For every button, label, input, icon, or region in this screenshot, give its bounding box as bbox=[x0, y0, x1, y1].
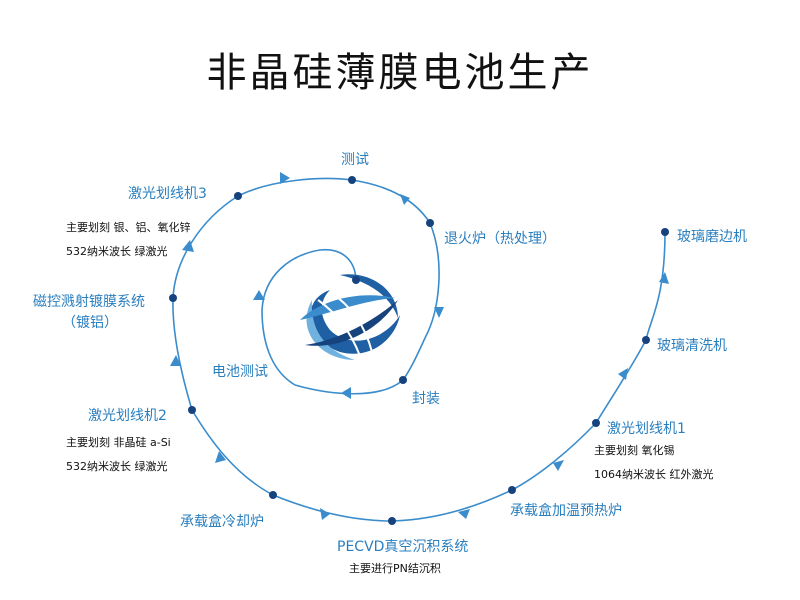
node-note-pecvd: 主要进行PN结沉积 bbox=[349, 562, 441, 575]
node-label-laser1: 激光划线机1 bbox=[607, 420, 686, 437]
node-dot bbox=[352, 276, 360, 284]
arrow-icon bbox=[618, 368, 628, 380]
node-dot bbox=[234, 192, 242, 200]
node-label-preheat: 承载盒加温预热炉 bbox=[510, 502, 622, 519]
node-label-test: 测试 bbox=[341, 152, 369, 168]
node-label-glass-clean: 玻璃清洗机 bbox=[657, 337, 727, 354]
node-label-battery-test: 电池测试 bbox=[212, 364, 268, 380]
node-label-laser3: 激光划线机3 bbox=[128, 185, 207, 202]
node-dot bbox=[348, 176, 356, 184]
node-dot bbox=[426, 219, 434, 227]
arrow-icon bbox=[215, 451, 226, 463]
node-note-laser3-1: 主要划刻 银、铝、氧化锌 bbox=[66, 220, 191, 234]
arrow-icon bbox=[553, 460, 564, 471]
node-label-package: 封装 bbox=[412, 391, 440, 407]
node-note-laser1-1: 主要划刻 氧化锡 bbox=[594, 443, 675, 457]
arrow-icon bbox=[320, 508, 330, 520]
node-dot bbox=[661, 228, 669, 236]
node-dot bbox=[169, 294, 177, 302]
arrow-icon bbox=[400, 194, 410, 205]
node-label-anneal: 退火炉（热处理） bbox=[444, 231, 556, 247]
arrow-icon bbox=[170, 355, 181, 366]
node-label-sputter-2: （镀铝） bbox=[62, 314, 118, 331]
arrow-icon bbox=[659, 272, 669, 284]
page-title: 非晶硅薄膜电池生产 bbox=[206, 50, 594, 96]
arrow-icon bbox=[434, 307, 444, 318]
node-dot bbox=[388, 517, 396, 525]
node-note-laser2-1: 主要划刻 非晶硅 a-Si bbox=[66, 435, 171, 449]
node-dot bbox=[592, 419, 600, 427]
node-note-laser3-2: 532纳米波长 绿激光 bbox=[66, 244, 168, 258]
node-dot bbox=[399, 376, 407, 384]
node-label-glass-edge: 玻璃磨边机 bbox=[677, 228, 747, 245]
node-note-laser2-2: 532纳米波长 绿激光 bbox=[66, 459, 168, 473]
spiral-flow-line bbox=[172, 177, 666, 522]
node-dot bbox=[642, 336, 650, 344]
arrow-icon bbox=[280, 172, 290, 184]
node-dot bbox=[188, 406, 196, 414]
node-dot bbox=[508, 486, 516, 494]
arrow-icon bbox=[458, 509, 470, 519]
arrow-icon bbox=[253, 290, 265, 300]
node-label-sputter: 磁控溅射镀膜系统 bbox=[33, 293, 145, 310]
arrow-icon bbox=[341, 387, 351, 399]
node-note-laser1-2: 1064纳米波长 红外激光 bbox=[594, 467, 714, 481]
node-label-laser2: 激光划线机2 bbox=[88, 407, 167, 424]
node-label-cooling: 承载盒冷却炉 bbox=[180, 513, 264, 530]
globe-swirl-logo bbox=[300, 274, 400, 360]
arrow-icon bbox=[182, 240, 194, 252]
flow-arrows bbox=[170, 172, 669, 520]
node-label-pecvd: PECVD真空沉积系统 bbox=[337, 539, 468, 555]
node-dot bbox=[269, 491, 277, 499]
